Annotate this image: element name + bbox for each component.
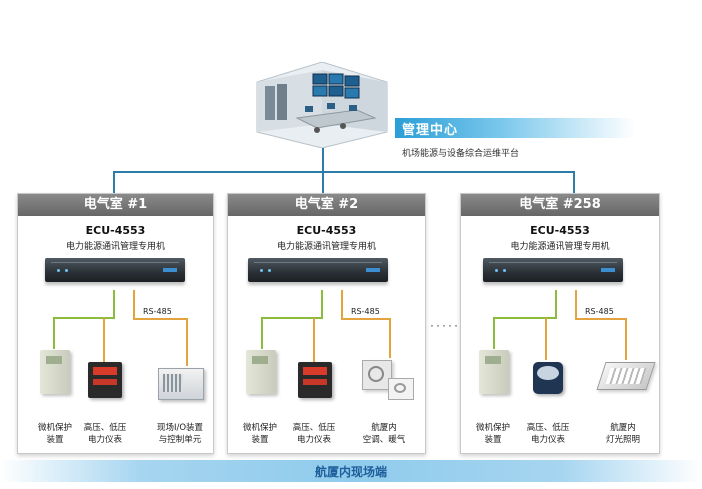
footer-title: 航厦内现场端: [0, 463, 702, 480]
management-center-title: 管理中心: [402, 119, 458, 138]
room-title: 电气室 #1: [18, 194, 213, 216]
rs485-label: RS-485: [351, 307, 380, 316]
control-room-illustration: [247, 62, 397, 148]
device-label: 高压、低压电力仪表: [518, 422, 578, 446]
device-label: 高压、低压电力仪表: [75, 422, 135, 446]
management-center-subtitle: 机场能源与设备综合运维平台: [402, 146, 519, 159]
rs485-label: RS-485: [143, 307, 172, 316]
ecu-device-icon: [248, 258, 388, 282]
device-label: 现场I/O装置与控制单元: [150, 422, 210, 446]
ecu-model: ECU-4553: [18, 224, 213, 237]
device-label: 微机保护装置: [230, 422, 290, 446]
relay-protection-icon: [479, 350, 509, 394]
ceiling-light-icon: [596, 362, 655, 390]
hvac-unit-icon: [388, 378, 414, 400]
ecu-description: 电力能源通讯管理专用机: [18, 239, 213, 252]
relay-protection-icon: [246, 350, 276, 394]
device-label: 航厦内空调、暖气: [354, 422, 414, 446]
device-label: 微机保护装置: [463, 422, 523, 446]
ecu-description: 电力能源通讯管理专用机: [228, 239, 425, 252]
rs485-label: RS-485: [585, 307, 614, 316]
device-label: 高压、低压电力仪表: [284, 422, 344, 446]
drop-line-room2: [322, 171, 324, 193]
bus-line: [113, 171, 575, 173]
power-meter-icon: [298, 362, 332, 398]
trunk-line: [322, 148, 324, 172]
relay-protection-icon: [40, 350, 70, 394]
device-label: 航厦内灯光照明: [593, 422, 653, 446]
power-meter-icon: [88, 362, 122, 398]
ecu-model: ECU-4553: [228, 224, 425, 237]
ecu-device-icon: [45, 258, 185, 282]
energy-meter-icon: [533, 362, 563, 394]
ecu-description: 电力能源通讯管理专用机: [461, 239, 659, 252]
room-title: 电气室 #2: [228, 194, 425, 216]
room-panel-258: 电气室 #258 ECU-4553 电力能源通讯管理专用机 RS-485 微机保…: [460, 193, 660, 454]
room-panel-1: 电气室 #1 ECU-4553 电力能源通讯管理专用机 RS-485 微机保护装…: [17, 193, 214, 454]
ecu-device-icon: [483, 258, 623, 282]
room-title: 电气室 #258: [461, 194, 659, 216]
ecu-model: ECU-4553: [461, 224, 659, 237]
room-panel-2: 电气室 #2 ECU-4553 电力能源通讯管理专用机 RS-485 微机保护装…: [227, 193, 426, 454]
drop-line-room1: [113, 171, 115, 193]
io-cabinet-icon: [158, 368, 204, 400]
drop-line-room258: [573, 171, 575, 193]
